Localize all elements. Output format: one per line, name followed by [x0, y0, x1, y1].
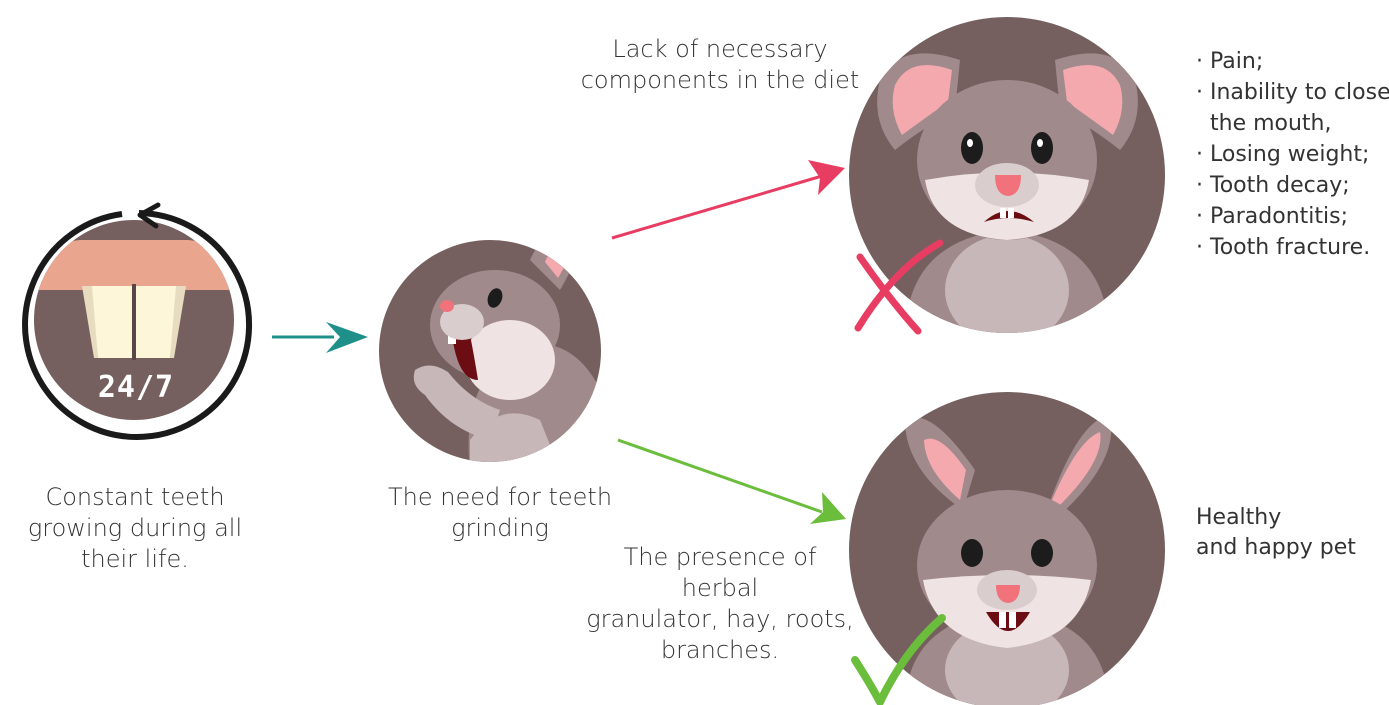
caption-presence-food: The presence of herbal granulator, hay, …	[585, 542, 855, 666]
problem-item: ·Tooth decay;	[1196, 170, 1389, 201]
sad-rabbit-illustration	[849, 17, 1165, 345]
problem-item-continued: the mouth,	[1196, 108, 1389, 139]
arrow-red	[612, 160, 845, 238]
caption-grinding-need: The need for teeth grinding	[380, 482, 620, 544]
problem-item: ·Losing weight;	[1196, 139, 1389, 170]
caption-constant-growth: Constant teeth growing during all their …	[20, 482, 250, 575]
arrow-green	[618, 440, 846, 524]
happy-rabbit-illustration	[849, 392, 1165, 705]
teeth-badge: 24/7	[86, 370, 186, 405]
caption-healthy-pet: Healthy and happy pet	[1196, 503, 1356, 563]
caption-lack-diet: Lack of necessary components in the diet	[575, 34, 865, 96]
problems-list: ·Pain; ·Inability to close the mouth, ·L…	[1196, 46, 1389, 263]
problem-item: ·Paradontitis;	[1196, 201, 1389, 232]
problem-item: ·Pain;	[1196, 46, 1389, 77]
arrow-teal	[272, 322, 368, 353]
grinding-rabbit-illustration	[379, 220, 620, 470]
problem-item: ·Tooth fracture.	[1196, 232, 1389, 263]
problem-item: ·Inability to close	[1196, 77, 1389, 108]
